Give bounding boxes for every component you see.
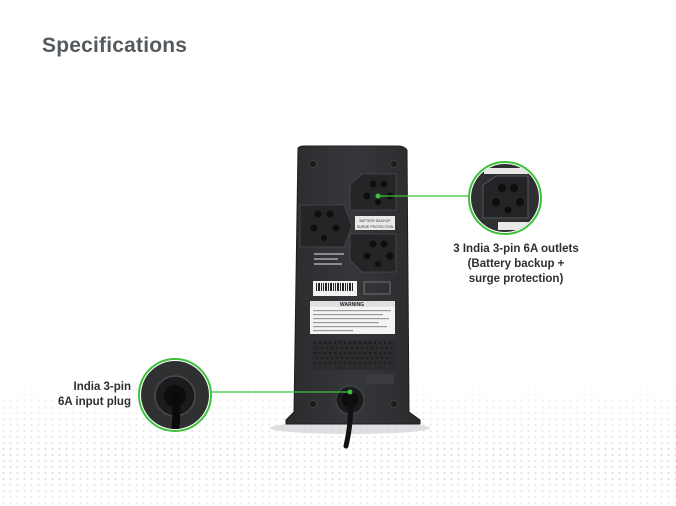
svg-text:WARNING: WARNING	[340, 302, 364, 308]
outlet-bottom	[349, 233, 397, 273]
warning-label: WARNING	[310, 301, 395, 334]
outlet-left	[299, 204, 353, 248]
barcode-sticker	[313, 281, 357, 296]
outlet-zoom-circle	[468, 161, 542, 235]
input-callout-line1: India 3-pin	[73, 381, 132, 393]
outlets-callout: 3 India 3-pin 6A outlets (Battery backup…	[446, 242, 586, 287]
ups-device-back: BATTERY BACKUP SURGE PROTECTION	[285, 145, 421, 449]
outlets-callout-line2: (Battery backup +	[467, 258, 565, 270]
input-callout-line2: 6A input plug	[57, 396, 131, 408]
panel-label-bottom: SURGE PROTECTION	[357, 225, 394, 229]
input-plug-zoom-circle	[138, 358, 212, 432]
input-callout: India 3-pin 6A input plug	[36, 380, 131, 410]
page-title: Specifications	[42, 34, 188, 57]
input-plug-socket	[335, 385, 365, 449]
outlets-callout-line3: surge protection)	[468, 273, 564, 285]
panel-label-top: BATTERY BACKUP	[359, 219, 391, 223]
outlet-top	[349, 173, 397, 211]
outlets-callout-line1: 3 India 3-pin 6A outlets	[453, 243, 579, 255]
vent-grille	[312, 340, 396, 370]
